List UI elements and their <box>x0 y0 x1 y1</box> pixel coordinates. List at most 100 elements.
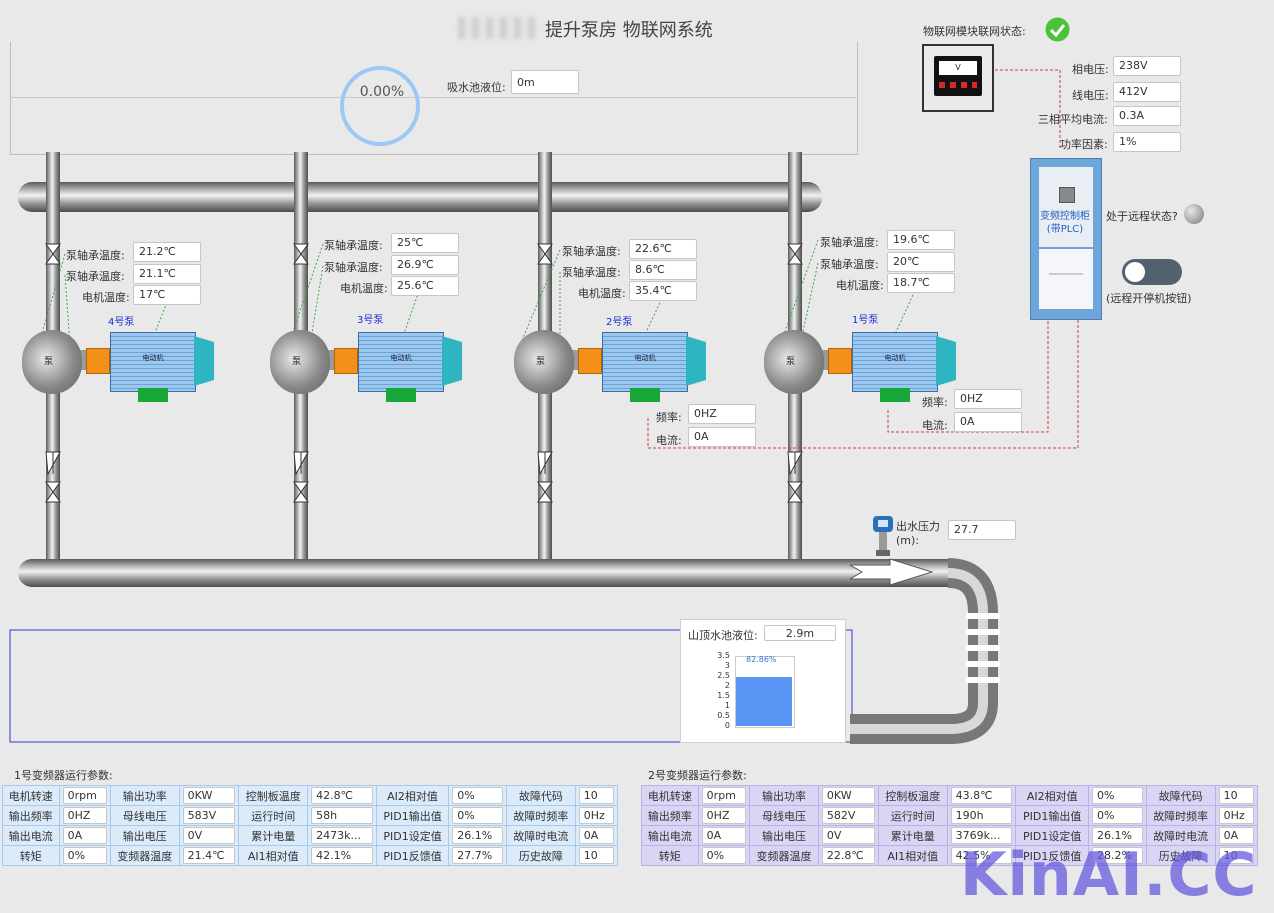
param-value: 10 <box>1218 847 1254 864</box>
param-value: 0KW <box>821 787 875 804</box>
axis-tick-label: 0.5 <box>717 711 730 720</box>
remote-state-label: 处于远程状态? <box>1106 210 1178 223</box>
param-value: 0A <box>1218 827 1254 844</box>
param-value: 10 <box>578 787 614 804</box>
param-value: 0rpm <box>701 787 747 804</box>
param-value: 10 <box>578 847 614 864</box>
remote-start-stop-toggle[interactable] <box>1122 259 1182 285</box>
pump2-current-value: 0A <box>688 427 756 447</box>
power-factor-label: 功率因素: <box>1060 138 1108 151</box>
pump-1[interactable]: 泵 电动机 <box>764 322 964 412</box>
pump-4-name: 4号泵 <box>108 317 135 328</box>
param-label: 母线电压 <box>749 805 819 826</box>
param-label: 故障时频率 <box>1145 805 1216 826</box>
pump2-current-label: 电流: <box>656 434 682 447</box>
tank-level-label: 吸水池液位: <box>447 81 506 94</box>
param-label: 故障时电流 <box>1145 825 1216 846</box>
pump3-bearing1-label: 泵轴承温度: <box>324 239 383 252</box>
flow-arrow-icon <box>850 558 934 586</box>
param-label: 历史故障 <box>1145 845 1216 866</box>
axis-tick-label: 2 <box>724 681 730 690</box>
pump1-current-value: 0A <box>954 412 1022 432</box>
param-value: 42.8℃ <box>311 787 373 804</box>
param-label: PID1输出值 <box>375 805 450 826</box>
param-label: 故障时频率 <box>505 805 576 826</box>
param-value: 0HZ <box>62 807 107 824</box>
tank-level-ring <box>340 66 420 146</box>
param-value: 0A <box>578 827 614 844</box>
param-value: 190h <box>950 807 1013 824</box>
param-label: 故障代码 <box>505 785 576 806</box>
param-label: 输出电流 <box>641 825 699 846</box>
param-value: 58h <box>311 807 373 824</box>
param-value: 0HZ <box>701 807 747 824</box>
param-label: PID1设定值 <box>375 825 450 846</box>
check-valve-icon <box>45 451 61 476</box>
hilltop-level-value: 2.9m <box>764 625 836 641</box>
pump-3[interactable]: 泵 电动机 <box>270 322 470 412</box>
pump1-motor-temp-value: 18.7℃ <box>887 273 955 293</box>
param-label: 输出功率 <box>109 785 180 806</box>
pump1-bearing2-value: 20℃ <box>887 252 955 272</box>
page-title: 提升泵房 物联网系统 <box>545 20 713 41</box>
pump2-motor-temp-label: 电机温度: <box>578 287 626 300</box>
param-label: 累计电量 <box>877 825 948 846</box>
param-label: 历史故障 <box>505 845 576 866</box>
pump4-motor-temp-label: 电机温度: <box>82 291 130 304</box>
check-circle-icon <box>1045 17 1070 42</box>
pump-2[interactable]: 泵 电动机 <box>514 322 714 412</box>
axis-tick-label: 2.5 <box>717 671 730 680</box>
remote-button-label: (远程开停机按钮) <box>1106 292 1192 305</box>
param-value: 3769k... <box>950 827 1013 844</box>
param-value: 582V <box>821 807 875 824</box>
param-label: 输出电压 <box>749 825 819 846</box>
pump2-bearing1-label: 泵轴承温度: <box>562 245 621 258</box>
phase-voltage-value: 238V <box>1113 56 1181 76</box>
axis-tick-label: 1 <box>724 701 730 710</box>
pump4-bearing1-value: 21.2℃ <box>133 242 201 262</box>
param-value: 28.2% <box>1092 847 1143 864</box>
axis-tick-label: 1.5 <box>717 691 730 700</box>
param-label: 电机转速 <box>2 785 60 806</box>
param-value: 0Hz <box>578 807 614 824</box>
watermark: KinAI.CC <box>960 840 1258 910</box>
check-valve-icon <box>787 451 803 476</box>
param-value: 0V <box>182 827 236 844</box>
pump2-motor-temp-value: 35.4℃ <box>629 281 697 301</box>
param-label: 运行时间 <box>877 805 948 826</box>
param-label: AI2相对值 <box>375 785 450 806</box>
discharge-elbow <box>850 558 1000 744</box>
param-value: 0A <box>62 827 107 844</box>
vfd-control-cabinet[interactable] <box>1030 158 1102 320</box>
outlet-pressure-value: 27.7 <box>948 520 1016 540</box>
pump1-current-label: 电流: <box>922 419 948 432</box>
hilltop-level-bar <box>736 677 792 726</box>
param-value: 42.5% <box>950 847 1013 864</box>
vfd1-title: 1号变频器运行参数: <box>14 769 113 782</box>
pump-4[interactable]: 泵 电动机 <box>22 322 222 412</box>
blurred-station-name <box>458 17 542 39</box>
param-label: 电机转速 <box>641 785 699 806</box>
pump-2-name: 2号泵 <box>606 317 633 328</box>
pump3-bearing1-value: 25℃ <box>391 233 459 253</box>
param-value: 0% <box>1092 787 1143 804</box>
avg-current-label: 三相平均电流: <box>1038 113 1108 126</box>
tank-level-value: 0m <box>511 70 579 94</box>
param-label: 运行时间 <box>238 805 309 826</box>
param-value: 21.4℃ <box>182 847 236 864</box>
param-value: 26.1% <box>1092 827 1143 844</box>
gate-valve-icon <box>537 243 553 265</box>
param-label: PID1设定值 <box>1015 825 1090 846</box>
param-value: 0% <box>452 807 503 824</box>
pump2-freq-label: 频率: <box>656 411 682 424</box>
param-label: 控制板温度 <box>238 785 309 806</box>
param-value: 0% <box>62 847 107 864</box>
power-factor-value: 1% <box>1113 132 1181 152</box>
gate-valve-icon <box>787 481 803 503</box>
